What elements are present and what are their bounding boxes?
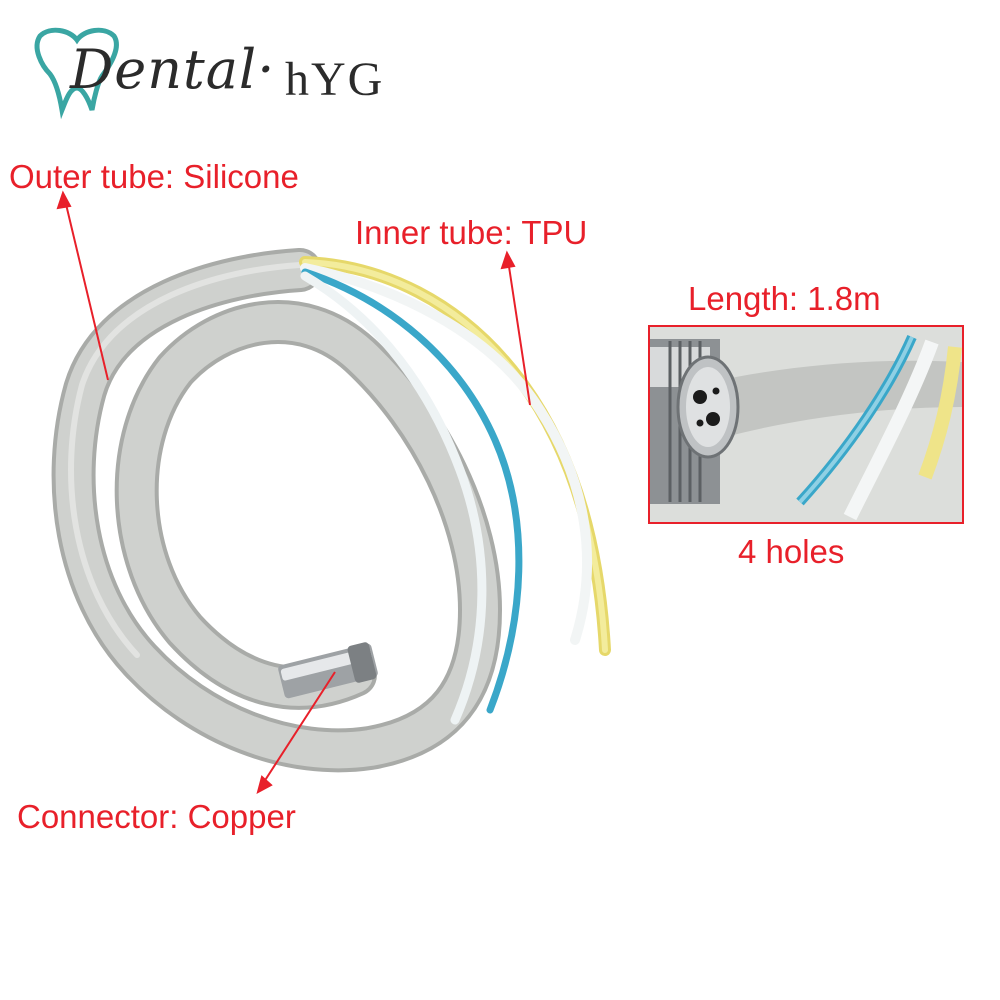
holes-label: 4 holes <box>738 533 845 570</box>
copper-connector <box>278 642 378 699</box>
inner-tube-label: Inner tube: TPU <box>355 214 588 251</box>
tooth-icon <box>34 27 119 120</box>
connector-label: Connector: Copper <box>17 798 296 835</box>
inner-tubes <box>299 256 611 725</box>
connector-detail-photo <box>650 327 962 522</box>
length-label: Length: 1.8m <box>688 280 881 317</box>
hole-small-2 <box>696 419 704 427</box>
connector-detail-inset <box>648 325 964 524</box>
hole-large-1 <box>693 390 707 404</box>
logo-suffix: hYG <box>285 53 385 106</box>
hole-small-1 <box>712 387 720 395</box>
logo-script: Dental· <box>70 38 276 101</box>
outer-tube-label: Outer tube: Silicone <box>9 158 299 195</box>
hole-large-2 <box>706 412 720 426</box>
annotation-arrows <box>56 190 531 794</box>
